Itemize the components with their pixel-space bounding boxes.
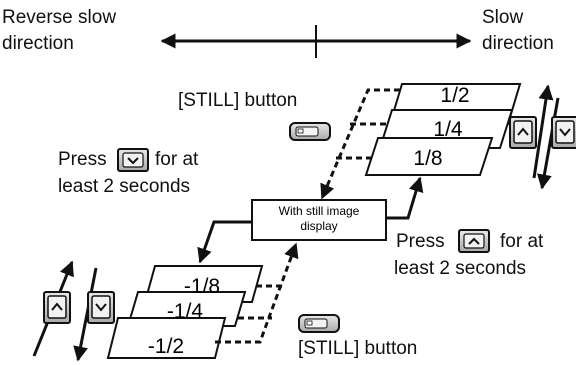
still-button-bottom[interactable] bbox=[298, 314, 340, 333]
direction-axis bbox=[160, 25, 472, 58]
still-button-top[interactable] bbox=[289, 122, 331, 141]
press-down-line2: least 2 seconds bbox=[58, 176, 191, 197]
chevron-down-icon bbox=[559, 128, 571, 137]
press-up-suffix: for at bbox=[500, 231, 544, 252]
right-up-button[interactable] bbox=[509, 116, 537, 149]
slow-direction-label-line1: Slow bbox=[482, 7, 524, 28]
press-up-line2: least 2 seconds bbox=[394, 258, 527, 279]
right-down-arrow bbox=[536, 97, 560, 190]
chevron-down-icon bbox=[95, 303, 107, 312]
reverse-direction-label-line1: Reverse slow bbox=[2, 7, 117, 28]
left-down-button[interactable] bbox=[87, 291, 115, 324]
speed-box-1-8 bbox=[364, 137, 494, 176]
arrow-center-to-forward bbox=[386, 176, 424, 220]
arrow-center-to-reverse bbox=[197, 220, 252, 264]
chevron-down-icon bbox=[127, 157, 139, 165]
up-arrow-button-inline bbox=[458, 229, 490, 253]
dashed-reverse-to-still bbox=[215, 242, 299, 344]
speed-label-1-8: 1/8 bbox=[413, 147, 442, 170]
reverse-speed-boxes bbox=[106, 265, 264, 359]
forward-speed-boxes bbox=[364, 83, 522, 176]
still-button-label-bottom: [STILL] button bbox=[298, 338, 418, 359]
still-image-display-line2: display bbox=[300, 219, 337, 233]
still-button-label-top: [STILL] button bbox=[178, 90, 298, 111]
right-down-button[interactable] bbox=[551, 116, 576, 149]
down-arrow-button-inline bbox=[117, 148, 149, 172]
still-image-display-box bbox=[251, 199, 387, 241]
reverse-direction-label-line2: direction bbox=[2, 33, 74, 54]
chevron-up-icon bbox=[468, 237, 480, 245]
speed-label-1-2: 1/2 bbox=[440, 84, 469, 107]
press-down-suffix: for at bbox=[155, 149, 199, 170]
still-image-display-line1: With still image bbox=[279, 204, 360, 218]
speed-label-minus-1-2: -1/2 bbox=[148, 335, 184, 358]
dashed-forward-to-still bbox=[320, 88, 400, 200]
speed-label-minus-1-8: -1/8 bbox=[184, 275, 220, 298]
slow-direction-label-line2: direction bbox=[482, 33, 554, 54]
left-up-button[interactable] bbox=[43, 291, 71, 324]
speed-box-minus-1-2 bbox=[106, 317, 227, 359]
speed-label-1-4: 1/4 bbox=[433, 118, 463, 141]
right-up-arrow bbox=[532, 84, 554, 179]
chevron-up-icon bbox=[51, 302, 63, 311]
press-down-prefix: Press bbox=[58, 149, 107, 170]
press-up-prefix: Press bbox=[396, 231, 445, 252]
chevron-up-icon bbox=[517, 127, 529, 136]
speed-label-minus-1-4: -1/4 bbox=[167, 300, 204, 323]
